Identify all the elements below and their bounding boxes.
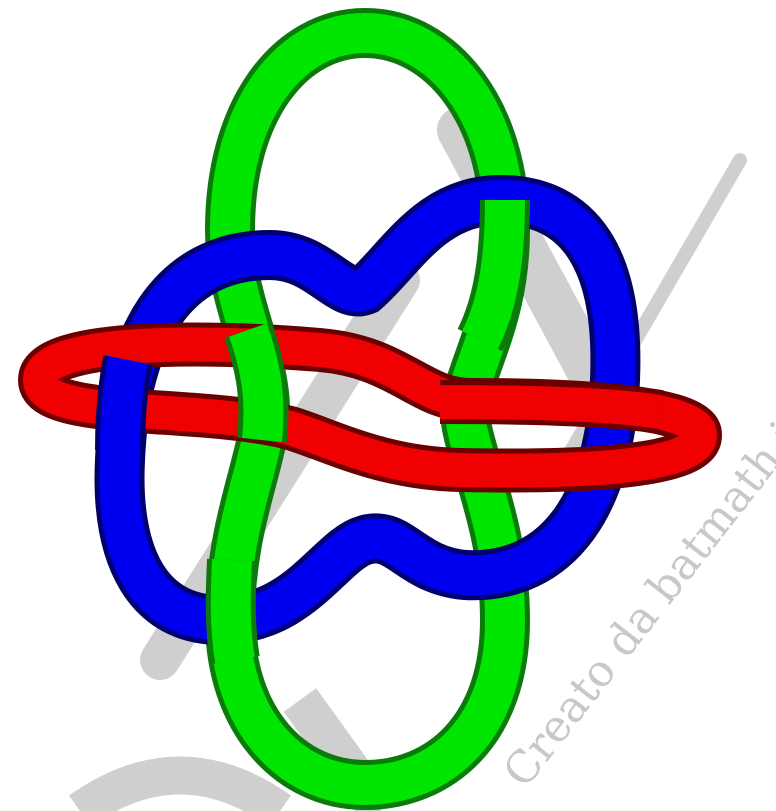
green-over-blue-lower-left-tube — [231, 560, 235, 660]
green-over-red-center-tube — [248, 330, 263, 440]
red-over-right-tube — [440, 402, 660, 412]
red-over-others — [440, 402, 660, 412]
green-over-red — [248, 330, 263, 440]
blue-over-red — [120, 360, 128, 450]
blue-over-red-left-tube — [120, 360, 128, 450]
watermark-arc — [80, 776, 280, 811]
